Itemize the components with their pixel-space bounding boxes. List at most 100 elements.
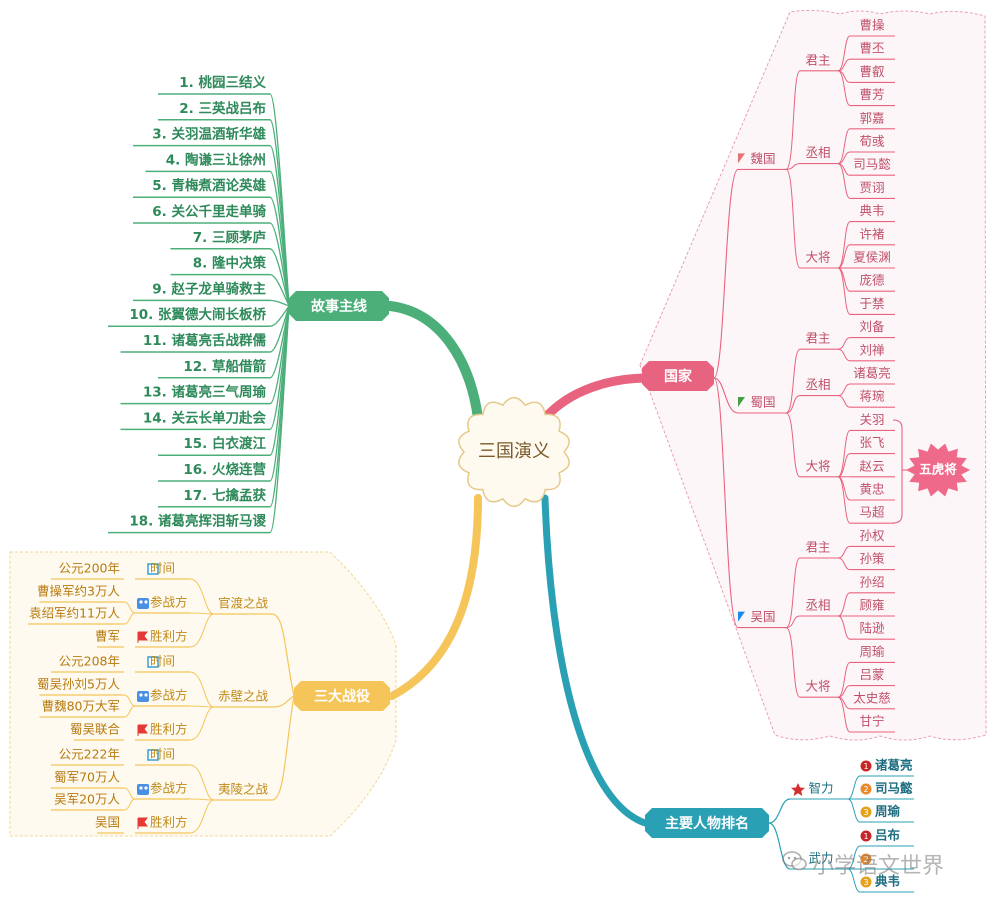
story-title: 故事主线 [311,298,367,315]
battle-field-label: 参战方 [150,688,188,703]
branch [269,299,290,307]
person-leaf: 周瑜 [859,644,885,659]
wechat-icon [782,851,807,871]
person-leaf: 曹丕 [859,41,884,56]
story-item: 15. 白衣渡江 [183,435,266,452]
person-leaf: 蒋琬 [859,389,884,404]
battle-title: 三大战役 [314,688,371,705]
rank-badge-icon [860,806,872,818]
branch [837,476,851,524]
calendar-icon [147,749,159,761]
person-leaf: 陆逊 [859,621,884,636]
branch [189,671,215,708]
branch [123,612,136,625]
watermark-text: 小学语文世界 [812,854,945,879]
role-label: 丞相 [805,145,830,160]
branch [837,221,851,269]
story-item: 11. 诸葛亮舌战群儒 [143,332,267,349]
five-tigers-bracket [892,419,903,524]
central-node: 三国演义 [458,396,570,508]
person-leaf: 诸葛亮 [853,366,891,381]
story-item: 8. 隆中决策 [193,255,267,272]
battle-field-label: 胜利方 [150,815,188,830]
branch [837,429,851,478]
branch [713,168,739,379]
rank-badge-icon [860,876,872,888]
star-icon [791,783,805,797]
battle-leaf: 蜀吴联合 [70,722,121,737]
story-item: 1. 桃园三结义 [179,74,266,91]
role-label: 大将 [805,458,830,473]
story-item: 10. 张翼德大闹长板桥 [129,306,266,323]
country-flag-icon [738,397,745,407]
country-title: 国家 [664,368,693,385]
battle-leaf: 吴军20万人 [54,792,120,807]
branch [837,128,851,165]
branch [540,373,653,423]
person-leaf: 顾雍 [859,598,884,613]
battle-title-shape [294,681,390,711]
person-leaf: 甘宁 [859,714,884,729]
battle-leaf: 吴国 [95,815,120,830]
battle-name: 赤壁之战 [218,689,269,704]
branch [785,615,801,629]
branch [123,705,136,718]
person-leaf: 曹操 [859,18,885,33]
branch [269,305,290,327]
battle-leaf: 公元208年 [59,654,120,669]
central-title: 三国演义 [478,441,550,462]
country-flag-icon [738,611,745,622]
branch [189,578,215,615]
branch [189,613,215,648]
role-label: 大将 [805,679,830,694]
story-item: 14. 关云长单刀赴会 [143,409,267,426]
country-boundary [639,9,987,741]
story-item: 3. 关羽温酒斩华雄 [152,126,266,143]
battle-leaf: 曹魏80万大军 [42,699,120,714]
branch [837,244,851,269]
ranking-person: 诸葛亮 [875,758,913,773]
battle-field-label: 参战方 [150,781,188,796]
calendar-icon [147,656,159,668]
person-leaf: 郭嘉 [859,110,884,125]
branch [837,453,851,478]
person-leaf: 关羽 [859,412,884,427]
battle-field-label: 时间 [150,747,175,762]
role-label: 丞相 [805,598,830,613]
branch [837,383,851,397]
branch [123,694,136,707]
flag-icon [137,817,148,829]
ranking-person: 周瑜 [875,804,901,819]
person-leaf: 曹叡 [859,64,885,79]
story-item: 16. 火烧连营 [183,461,266,478]
person-leaf: 张飞 [859,435,884,450]
person-leaf: 司马懿 [853,157,891,172]
branch [785,627,801,698]
branch [837,685,851,698]
branch [837,557,851,571]
rank-number: 2 [863,785,868,794]
branch [388,494,482,700]
rank-number: 3 [863,808,868,817]
person-leaf: 赵云 [859,458,884,473]
battle-field-label: 参战方 [150,595,188,610]
story-item: 12. 草船借箭 [183,358,266,375]
branch [269,248,290,307]
story-item: 13. 诸葛亮三气周瑜 [143,384,267,401]
rank-number: 2 [863,855,868,864]
branch [271,695,295,801]
branch [837,35,851,72]
central-cloud [458,396,570,508]
branch [269,222,290,307]
branch [269,305,290,534]
country-label: 蜀国 [750,395,775,410]
calendar-icon [147,563,159,575]
branch [189,799,215,834]
branch [785,70,801,170]
branch [837,592,851,617]
ranking-title-shape [645,808,769,838]
ranking-person: 典韦 [875,874,900,889]
person-leaf: 吕蒙 [859,667,884,682]
person-leaf: 刘禅 [859,342,884,357]
rank-number: 3 [863,878,868,887]
